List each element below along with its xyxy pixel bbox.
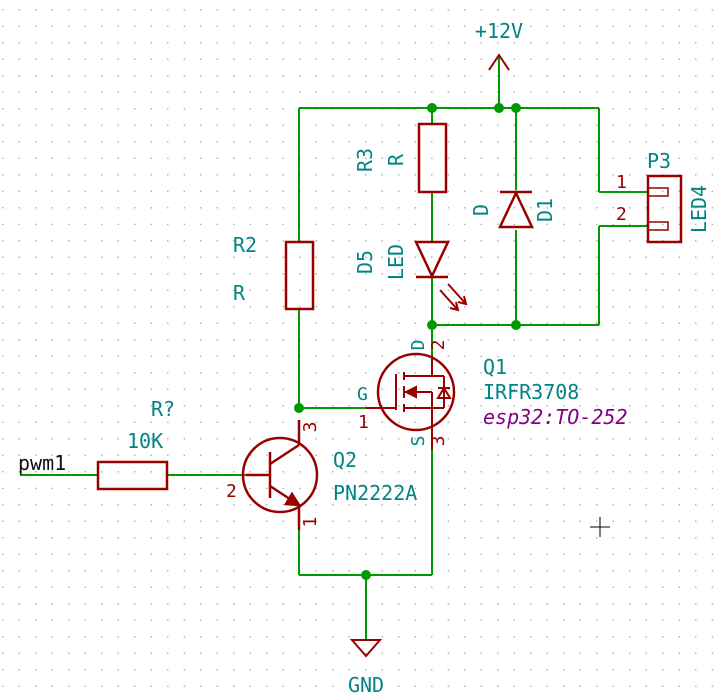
q1-source-label: S [408, 436, 429, 447]
ground-label: GND [348, 673, 384, 697]
r2-ref: R2 [233, 233, 257, 257]
power-arrow-icon [488, 53, 510, 71]
q2-base-pin-number: 2 [226, 481, 237, 502]
d5-ref: D5 [353, 250, 377, 274]
p3-pin2-number: 2 [616, 204, 627, 225]
junction [511, 103, 521, 113]
junction [294, 403, 304, 413]
net-label-pwm1[interactable]: pwm1 [18, 451, 66, 475]
resistor-r3[interactable]: R3 R [353, 122, 448, 194]
connector-p3[interactable]: 1 2 P3 LED4 [616, 149, 711, 244]
connector-pin2-icon [647, 221, 669, 231]
q1-drain-pin-number: 2 [428, 340, 449, 351]
q1-source-pin-number: 3 [428, 436, 449, 447]
resistor-r-input[interactable]: R? 10K [96, 397, 175, 491]
connector-body-icon [646, 174, 683, 244]
mosfet-symbol-icon [366, 355, 452, 450]
p3-pin1-number: 1 [616, 172, 627, 193]
q1-drain-label: D [408, 340, 429, 351]
q1-ref: Q1 [483, 355, 507, 379]
junction [361, 570, 371, 580]
mosfet-q1[interactable]: G 1 D 2 S 3 Q1 IRFR3708 esp32:TO-252 [357, 340, 628, 450]
ground-icon [349, 639, 383, 658]
resistor-body-icon [284, 240, 315, 311]
mosfet-body-icon [376, 352, 456, 432]
wires [20, 55, 648, 640]
power-symbol-12v[interactable]: +12V [475, 19, 523, 71]
resistor-body-icon [417, 122, 448, 194]
d5-value: LED [384, 244, 408, 280]
p3-value: LED4 [687, 185, 711, 233]
power-label: +12V [475, 19, 523, 43]
q1-footprint: esp32:TO-252 [483, 405, 628, 429]
cursor-crosshair-icon [590, 517, 610, 537]
diode-triangle-icon [498, 190, 534, 229]
led-triangle-icon [414, 240, 450, 279]
led-light-arrows-icon [439, 283, 468, 312]
q2-value: PN2222A [333, 481, 417, 505]
junction [427, 103, 437, 113]
resistor-body-icon [96, 460, 169, 491]
npn-symbol-icon [246, 420, 302, 530]
d1-ref: D1 [533, 198, 557, 222]
junction [494, 103, 504, 113]
junctions [294, 103, 521, 580]
r3-value: R [384, 153, 408, 166]
q1-gate-pin-number: 1 [358, 412, 369, 433]
r2-value: R [233, 281, 246, 305]
transistor-body-icon [241, 436, 319, 514]
r-input-value: 10K [127, 429, 163, 453]
r-input-ref: R? [151, 397, 175, 421]
r3-ref: R3 [353, 148, 377, 172]
led-d5[interactable]: D5 LED [353, 240, 468, 312]
junction [511, 320, 521, 330]
q1-gate-label: G [357, 384, 368, 405]
resistor-r2[interactable]: R2 R [233, 233, 315, 311]
p3-ref: P3 [647, 149, 671, 173]
q2-emitter-pin-number: 1 [300, 517, 321, 528]
diode-d1[interactable]: D D1 [469, 190, 557, 229]
ground-symbol[interactable]: GND [348, 639, 384, 697]
q1-value: IRFR3708 [483, 380, 579, 404]
connector-pin1-icon [647, 187, 669, 197]
q2-collector-pin-number: 3 [300, 422, 321, 433]
transistor-q2[interactable]: 2 3 1 Q2 PN2222A [226, 420, 417, 530]
junction [427, 320, 437, 330]
q2-ref: Q2 [333, 448, 357, 472]
d1-value: D [469, 204, 493, 216]
